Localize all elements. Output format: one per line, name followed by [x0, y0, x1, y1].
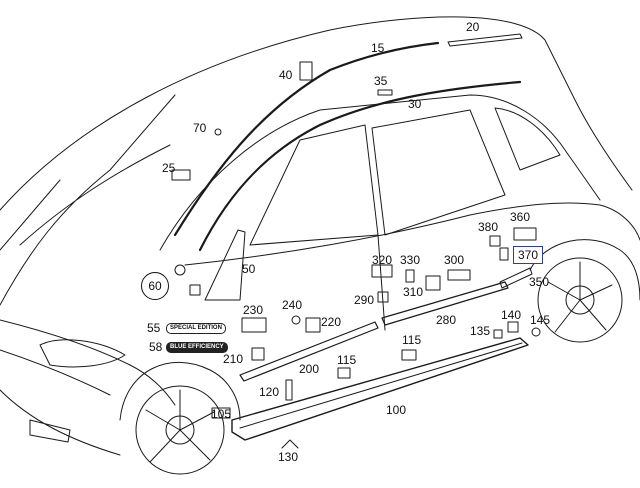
rear-roof-trim-20 — [447, 33, 523, 47]
callout-145[interactable]: 145 — [530, 313, 551, 327]
callout-200[interactable]: 200 — [299, 362, 320, 376]
rear-door-molding-280 — [381, 281, 509, 326]
clip-115a — [337, 367, 351, 379]
a-pillar — [159, 94, 601, 251]
callout-20[interactable]: 20 — [466, 20, 480, 34]
roof-molding-30 — [198, 80, 522, 252]
clip-70 — [214, 128, 222, 136]
callout-15[interactable]: 15 — [371, 41, 385, 55]
rear-trim-350 — [499, 267, 533, 289]
windshield — [0, 94, 176, 306]
callout-230[interactable]: 230 — [243, 303, 264, 317]
callout-115-a[interactable]: 115 — [337, 353, 357, 367]
pillar-trim-50 — [204, 229, 246, 301]
clip-360 — [513, 227, 537, 241]
clip-40 — [299, 61, 313, 81]
clip-380 — [489, 235, 501, 247]
clip-25 — [171, 169, 191, 181]
callout-300[interactable]: 300 — [444, 253, 465, 267]
headlamp — [39, 339, 126, 368]
clip-330 — [405, 269, 415, 283]
rocker-panel-100 — [231, 337, 529, 441]
clip-140 — [507, 321, 519, 333]
callout-280[interactable]: 280 — [436, 313, 457, 327]
clip-145 — [531, 327, 541, 337]
roof-outline — [0, 16, 633, 211]
callout-70[interactable]: 70 — [193, 121, 207, 135]
front-door-window — [249, 124, 379, 246]
callout-135[interactable]: 135 — [470, 324, 491, 338]
callout-40[interactable]: 40 — [279, 68, 293, 82]
callout-105[interactable]: 105 — [211, 407, 232, 421]
rear-wheel — [537, 257, 623, 343]
clip-310 — [425, 275, 441, 291]
front-wheel-arch — [119, 361, 241, 421]
callout-25[interactable]: 25 — [162, 161, 176, 175]
callout-100[interactable]: 100 — [386, 403, 407, 417]
front-door-molding-200 — [239, 321, 379, 382]
callout-140[interactable]: 140 — [501, 308, 522, 322]
rear-quarter-window — [494, 107, 561, 171]
front-wheel — [135, 385, 225, 475]
callout-360[interactable]: 360 — [510, 210, 531, 224]
callout-290[interactable]: 290 — [354, 293, 375, 307]
callout-58[interactable]: 58 — [149, 340, 163, 354]
clip-105 — [211, 407, 231, 419]
callout-330[interactable]: 330 — [400, 253, 421, 267]
callout-240[interactable]: 240 — [282, 298, 303, 312]
callout-30[interactable]: 30 — [408, 97, 422, 111]
roof-rail-15 — [173, 41, 440, 237]
clip-115b — [401, 349, 417, 361]
clip-370 — [499, 247, 509, 261]
rear-door-window — [371, 109, 506, 236]
clip-320 — [371, 264, 393, 278]
clip-60b — [189, 284, 201, 296]
callout-115-b[interactable]: 115 — [402, 333, 422, 347]
callout-380[interactable]: 380 — [478, 220, 499, 234]
hood — [0, 319, 176, 406]
rear-wheel-arch — [529, 239, 640, 301]
clip-130 — [281, 439, 299, 449]
door-split-line — [377, 234, 386, 331]
callout-320[interactable]: 320 — [372, 253, 393, 267]
callout-220[interactable]: 220 — [321, 315, 342, 329]
callout-370-highlighted[interactable]: 370 — [513, 246, 544, 264]
blue-efficiency-badge[interactable]: BLUE EFFICIENCY — [166, 342, 228, 353]
callout-50[interactable]: 50 — [242, 262, 256, 276]
callout-55[interactable]: 55 — [147, 321, 161, 335]
clip-300 — [447, 269, 471, 281]
body-side-line — [184, 202, 640, 266]
callout-35[interactable]: 35 — [374, 74, 388, 88]
clip-240 — [291, 315, 301, 325]
clip-120 — [285, 379, 293, 401]
clip-35 — [377, 89, 393, 96]
clip-60 — [174, 264, 186, 276]
callout-130[interactable]: 130 — [278, 450, 299, 464]
callout-350[interactable]: 350 — [529, 275, 550, 289]
callout-210[interactable]: 210 — [223, 352, 244, 366]
callout-310[interactable]: 310 — [403, 285, 424, 299]
clip-230 — [241, 317, 267, 333]
clip-210 — [251, 347, 265, 361]
special-edition-badge[interactable]: SPECIAL EDITION — [166, 323, 226, 334]
callout-60[interactable]: 60 — [141, 272, 169, 300]
front-bumper — [0, 389, 121, 456]
clip-220 — [305, 317, 321, 333]
clip-290 — [377, 291, 389, 303]
clip-135 — [493, 329, 503, 339]
callout-120[interactable]: 120 — [259, 385, 280, 399]
